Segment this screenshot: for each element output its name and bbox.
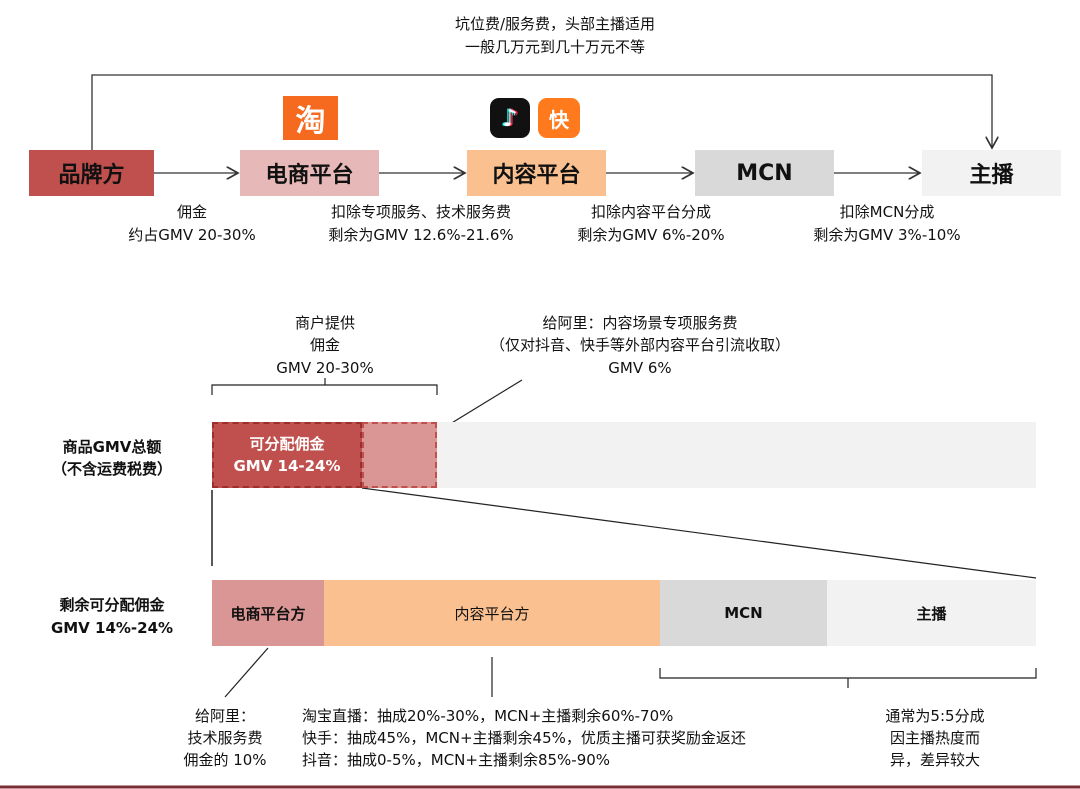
caption-brand-1: 佣金 bbox=[176, 203, 208, 221]
gmv-label-2: （不含运费税费） bbox=[51, 460, 173, 478]
ali-tech-note-3: 佣金的 10% bbox=[183, 751, 267, 769]
kuaishou-logo: 快 bbox=[538, 98, 580, 138]
flow-ecommerce-platform: 电商平台 bbox=[240, 150, 379, 196]
distributable-commission-box: 可分配佣金 GMV 14-24% bbox=[212, 422, 362, 488]
flow-brand: 品牌方 bbox=[29, 150, 154, 196]
douyin-note: 抖音：抽成0-5%，MCN+主播剩余85%-90% bbox=[302, 751, 611, 769]
content-service-fee-box bbox=[362, 422, 437, 488]
kuaishou-note: 快手：抽成45%，MCN+主播剩余45%，优质主播可获奖励金返还 bbox=[302, 729, 746, 747]
gmv-label-1: 商品GMV总额 bbox=[62, 438, 162, 456]
douyin-logo: ♪ bbox=[490, 98, 530, 138]
segment-mcn: MCN bbox=[660, 580, 827, 646]
remaining-label-1: 剩余可分配佣金 bbox=[59, 596, 165, 614]
ali-tech-note-1: 给阿里： bbox=[194, 707, 256, 725]
top-note-line2: 一般几万元到几十万元不等 bbox=[464, 38, 646, 56]
distributable-value: GMV 14-24% bbox=[233, 457, 341, 475]
ali-content-note-2: （仅对抖音、快手等外部内容平台引流收取） bbox=[489, 336, 791, 354]
ali-tech-note-2: 技术服务费 bbox=[187, 729, 263, 747]
caption-ecom-1: 扣除专项服务、技术服务费 bbox=[330, 203, 512, 221]
ali-content-note-3: GMV 6% bbox=[608, 359, 672, 377]
split-note-1: 通常为5:5分成 bbox=[885, 707, 985, 725]
ali-content-note-1: 给阿里：内容场景专项服务费 bbox=[542, 314, 738, 332]
caption-ecom-2: 剩余为GMV 12.6%-21.6% bbox=[328, 226, 514, 244]
split-note-2: 因主播热度而 bbox=[889, 729, 981, 747]
top-note-line1: 坑位费/服务费，头部主播适用 bbox=[454, 15, 656, 33]
taobao-note: 淘宝直播：抽成20%-30%，MCN+主播剩余60%-70% bbox=[302, 707, 674, 725]
merchant-note-1: 商户提供 bbox=[294, 314, 356, 332]
caption-brand-2: 约占GMV 20-30% bbox=[128, 226, 256, 244]
caption-mcn-1: 扣除MCN分成 bbox=[839, 203, 935, 221]
caption-mcn-2: 剩余为GMV 3%-10% bbox=[813, 226, 961, 244]
segment-ecommerce: 电商平台方 bbox=[212, 580, 324, 646]
taobao-logo: 淘 bbox=[283, 96, 338, 140]
segment-streamer: 主播 bbox=[827, 580, 1036, 646]
caption-content-1: 扣除内容平台分成 bbox=[590, 203, 712, 221]
split-note-3: 异，差异较大 bbox=[889, 751, 981, 769]
flow-mcn: MCN bbox=[695, 150, 834, 196]
merchant-note-2: 佣金 bbox=[309, 336, 341, 354]
caption-content-2: 剩余为GMV 6%-20% bbox=[577, 226, 725, 244]
platform-notes: 淘宝直播：抽成20%-30%，MCN+主播剩余60%-70% 快手：抽成45%，… bbox=[302, 705, 746, 771]
distributable-label: 可分配佣金 bbox=[249, 435, 325, 453]
flow-streamer: 主播 bbox=[922, 150, 1061, 196]
remaining-label-2: GMV 14%-24% bbox=[50, 619, 174, 637]
segment-content: 内容平台方 bbox=[324, 580, 660, 646]
merchant-note-3: GMV 20-30% bbox=[276, 359, 374, 377]
flow-content-platform: 内容平台 bbox=[467, 150, 606, 196]
